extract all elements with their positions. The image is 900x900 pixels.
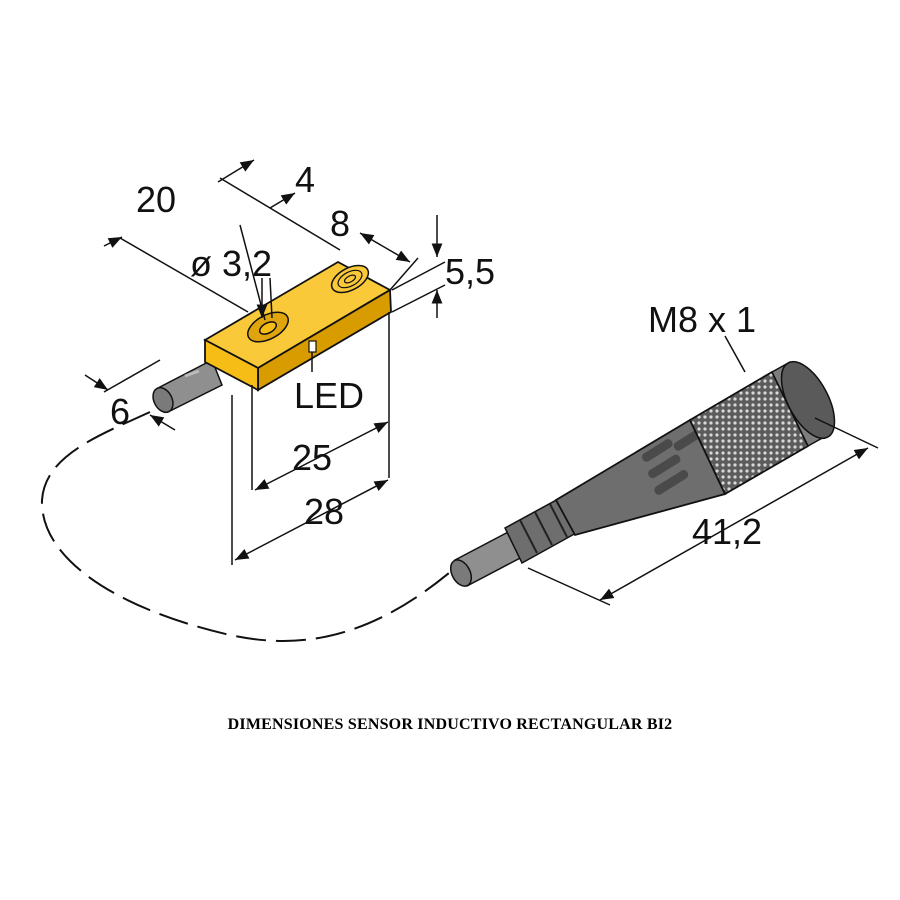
- dim-label-28: 28: [304, 491, 344, 532]
- dashed-cable-path: [40, 411, 456, 642]
- dim-label-6: 6: [110, 391, 130, 432]
- sensor-cable: [152, 358, 223, 414]
- dim-label-4: 4: [295, 159, 315, 200]
- dim-label-8: 8: [330, 203, 350, 244]
- figure-caption: DIMENSIONES SENSOR INDUCTIVO RECTANGULAR…: [227, 716, 673, 733]
- dimension-lines: [84, 159, 879, 606]
- led-label: LED: [294, 375, 364, 416]
- dim-label-5-5: 5,5: [445, 251, 495, 292]
- dim-label-41-2: 41,2: [692, 511, 762, 552]
- thread-label: M8 x 1: [648, 299, 756, 340]
- dim-label-20: 20: [136, 179, 176, 220]
- led-indicator: [308, 340, 317, 353]
- dim-label-diameter: ø 3,2: [190, 243, 272, 284]
- connector-cable: [449, 360, 836, 588]
- dim-label-25: 25: [292, 437, 332, 478]
